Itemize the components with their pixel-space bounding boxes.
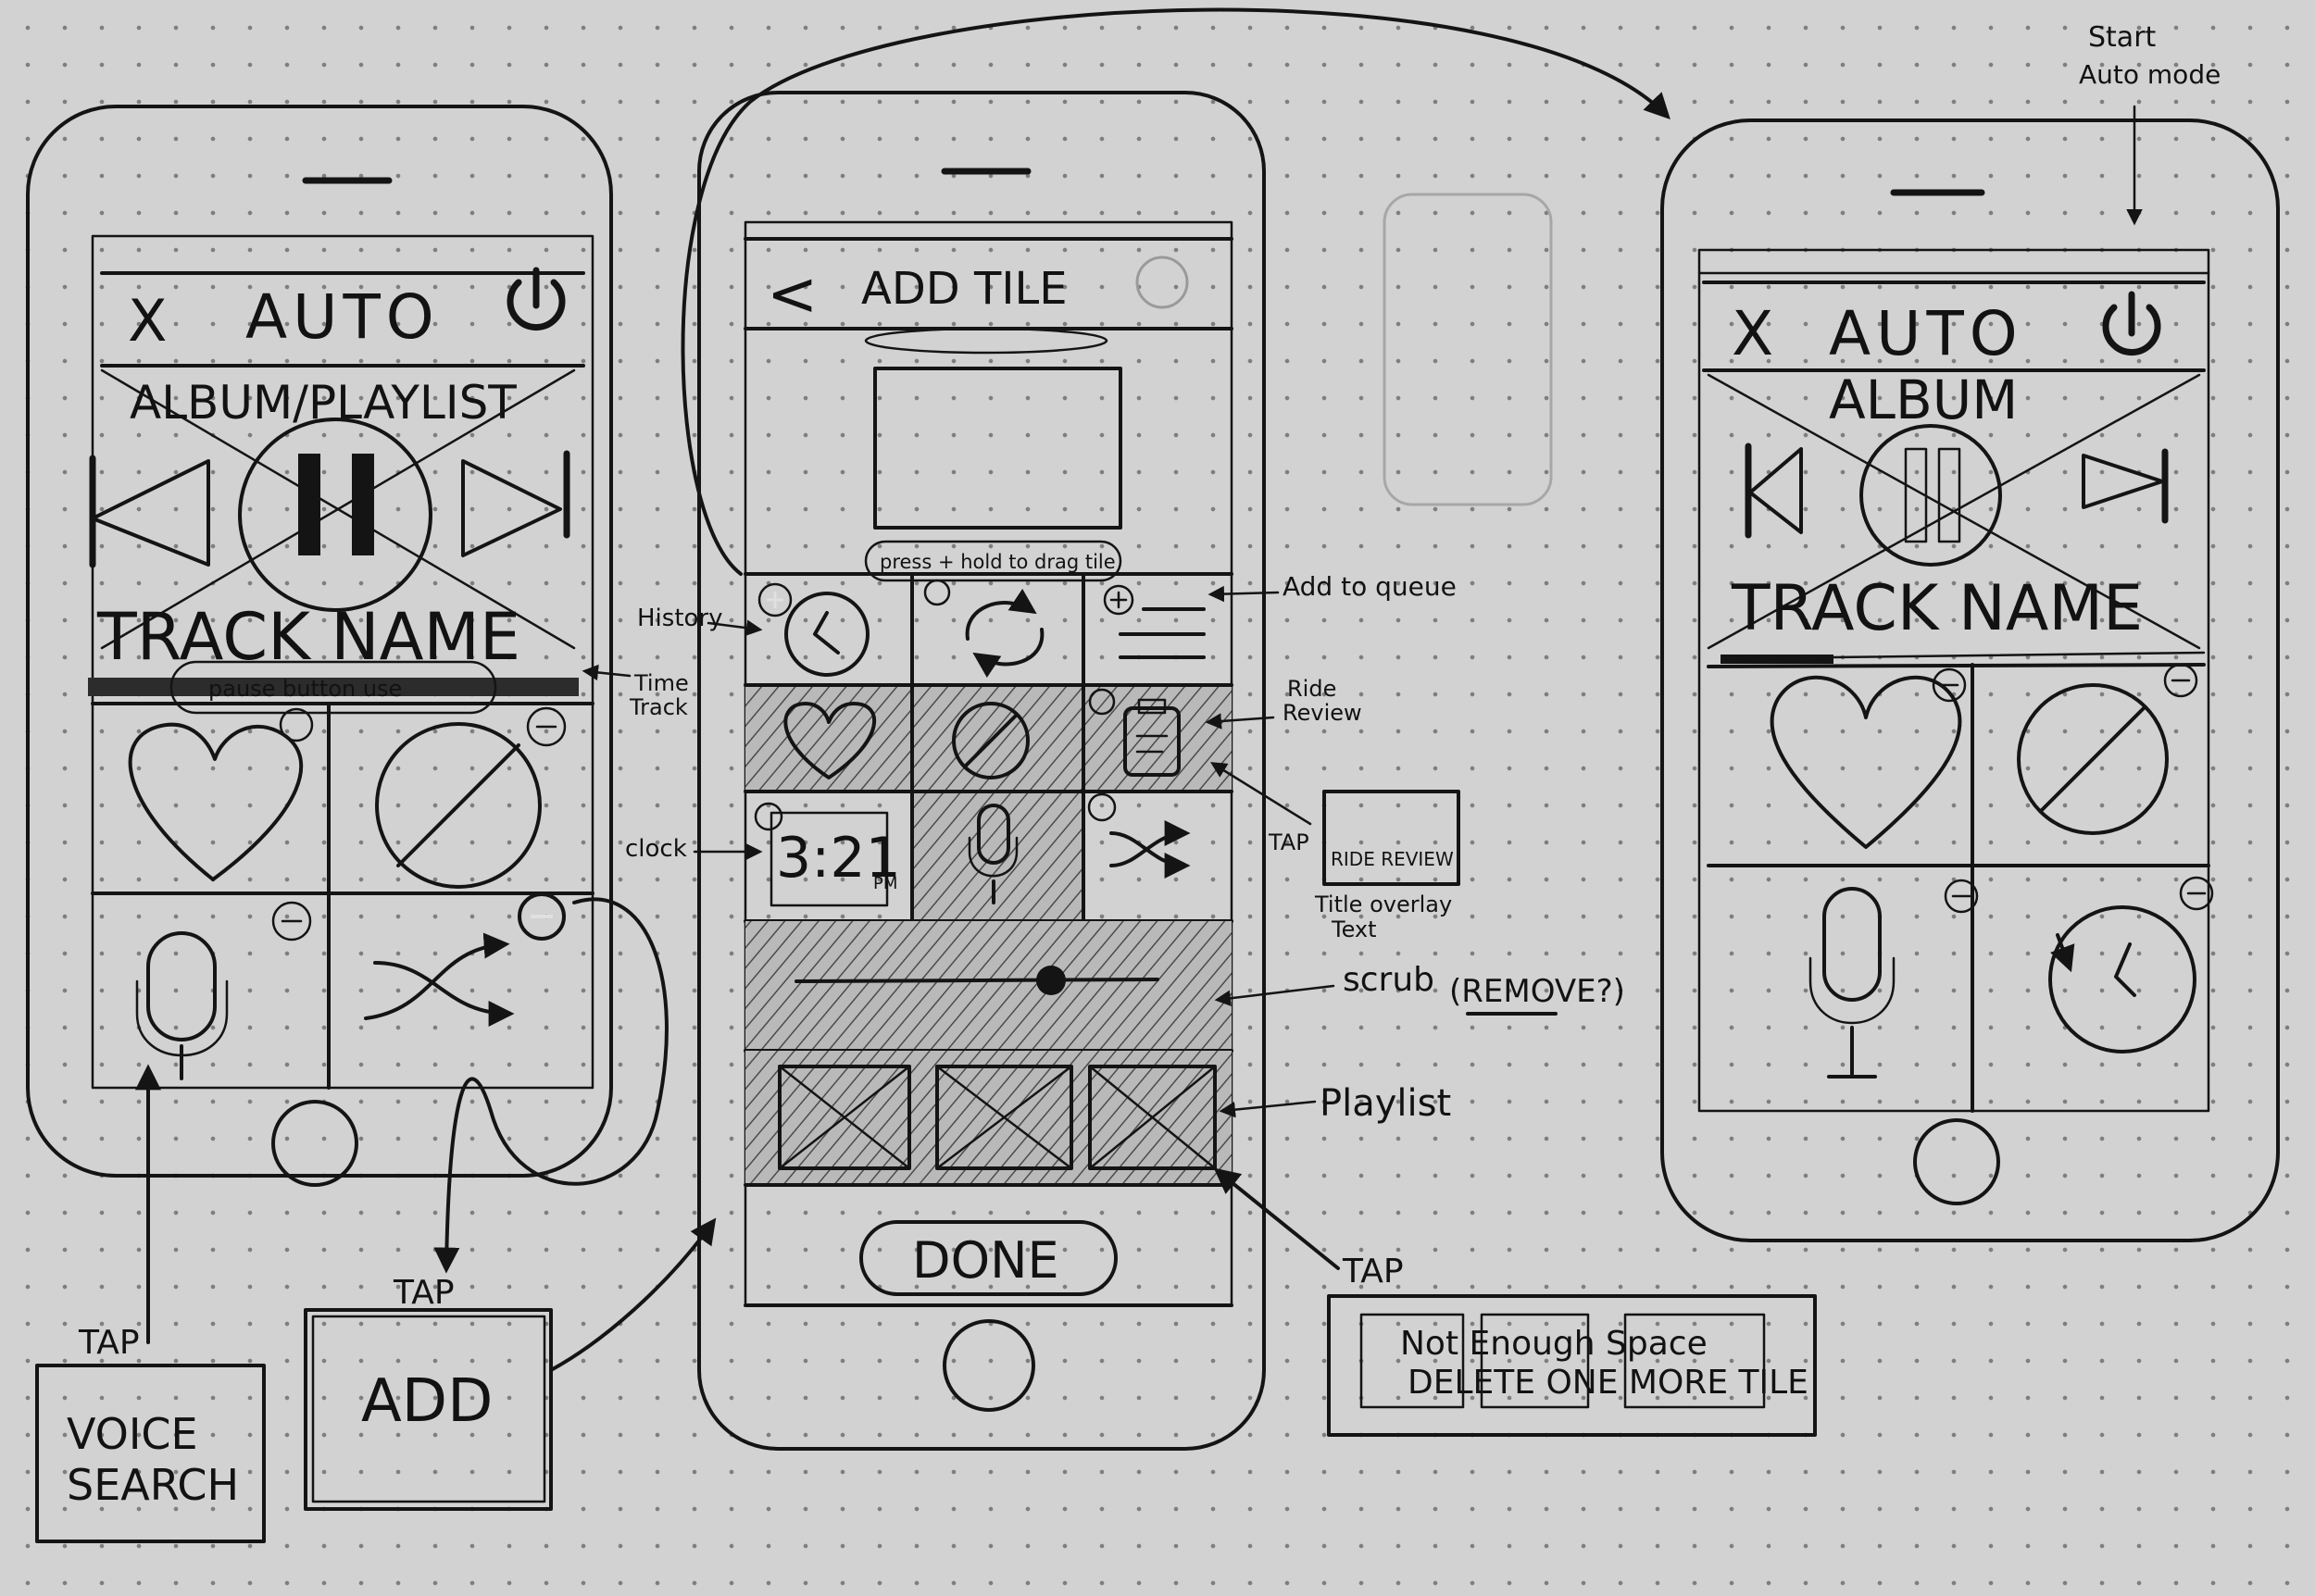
power-icon[interactable] — [507, 267, 566, 330]
time-track[interactable] — [88, 678, 579, 696]
hint-pill — [864, 540, 1122, 582]
power-icon[interactable] — [2102, 291, 2161, 355]
block-icon[interactable] — [952, 702, 1030, 779]
svg-text:Title overlay: Title overlay — [1314, 892, 1452, 917]
history-icon[interactable] — [2048, 905, 2196, 1054]
time-track-note: pause button use — [208, 676, 402, 702]
scrub-track[interactable] — [795, 978, 1159, 983]
clipboard-icon[interactable] — [1123, 698, 1181, 777]
block-icon[interactable] — [2017, 683, 2169, 835]
back-icon[interactable]: < — [767, 258, 818, 330]
mode-label: AUTO — [245, 281, 440, 353]
media-label: ALBUM — [1829, 368, 2018, 431]
microphone-icon[interactable] — [135, 931, 229, 1080]
clock-annotation: clock — [625, 835, 687, 863]
previous-icon[interactable] — [1748, 447, 1803, 534]
next-icon[interactable] — [2082, 454, 2164, 509]
microphone-icon[interactable] — [968, 804, 1019, 904]
start-auto-annotation-line2: Auto mode — [2079, 59, 2221, 90]
pause-button[interactable] — [238, 418, 432, 612]
next-icon[interactable] — [461, 459, 562, 557]
overlay-thumbnail — [1322, 790, 1460, 886]
heart-icon[interactable] — [1770, 675, 1962, 849]
pause-button[interactable] — [1859, 424, 2002, 567]
shuffle-icon[interactable] — [364, 932, 515, 1027]
add-box-label: ADD — [361, 1367, 493, 1436]
playlist-tap-label: TAP — [1342, 1253, 1404, 1291]
svg-text:Review: Review — [1283, 700, 1362, 726]
history-annotation: History — [637, 605, 723, 632]
remove-annotation: (REMOVE?) — [1449, 973, 1625, 1010]
clock-ampm: PM — [873, 874, 897, 893]
playlist-thumbnails[interactable] — [778, 1065, 1217, 1170]
hint-text: press + hold to drag tile — [880, 551, 1116, 573]
clock-tile[interactable] — [770, 811, 889, 907]
heart-icon[interactable] — [783, 702, 876, 779]
start-auto-annotation-line1: Start — [2088, 21, 2157, 54]
minus-badge[interactable] — [2163, 663, 2198, 698]
voice-search-line2: SEARCH — [67, 1460, 239, 1510]
connectors — [135, 7, 2143, 1372]
playlist-annotation: Playlist — [1320, 1082, 1451, 1125]
scrub-annotation: scrub — [1343, 961, 1434, 999]
svg-text:Text: Text — [1331, 916, 1377, 942]
minus-badge[interactable] — [1932, 667, 1967, 703]
add-badge[interactable] — [1103, 584, 1134, 616]
time-track-note-pill — [169, 660, 497, 715]
previous-icon[interactable] — [91, 459, 210, 567]
overlay-tap-label: TAP — [1268, 829, 1309, 855]
shuffle-icon[interactable] — [1109, 820, 1191, 879]
add-badge[interactable] — [757, 582, 793, 617]
microphone-icon[interactable] — [1808, 887, 1896, 1079]
minus-badge[interactable] — [518, 892, 566, 941]
svg-text:Track: Track — [629, 694, 688, 720]
minus-badge[interactable] — [1944, 879, 1979, 914]
home-button — [943, 1319, 1035, 1412]
svg-text:Time: Time — [633, 670, 689, 696]
add-to-queue-annotation: Add to queue — [1283, 571, 1457, 602]
history-icon[interactable] — [784, 592, 870, 677]
warning-box — [1327, 1294, 1817, 1437]
home-button — [1913, 1118, 2000, 1205]
repeat-icon[interactable] — [965, 588, 1045, 679]
screen-title: ADD TILE — [861, 263, 1068, 315]
block-icon[interactable] — [375, 722, 542, 889]
heart-icon[interactable] — [128, 722, 304, 881]
minus-badge[interactable] — [526, 706, 567, 747]
svg-text:Ride: Ride — [1287, 676, 1336, 702]
voice-search-line1: VOICE — [67, 1409, 198, 1459]
track-label: TRACK NAME — [1731, 572, 2143, 645]
add-tap-label: TAP — [393, 1274, 455, 1312]
tile-preview — [873, 367, 1122, 530]
phone-middle: < ADD TILE press + hold to drag tile — [697, 91, 1266, 1451]
overlay-thumbnail-text: RIDE REVIEW — [1331, 848, 1454, 870]
phone-left: X AUTO ALBUM/PLAYLIST TRACK NAME pause b… — [26, 105, 613, 1187]
scrub-handle[interactable] — [1036, 966, 1066, 995]
warning-line2: DELETE ONE MORE TILE — [1408, 1364, 1808, 1402]
warning-line1: Not Enough Space — [1400, 1325, 1708, 1363]
phone-right: X AUTO ALBUM TRACK NAME — [1660, 118, 2280, 1242]
close-label[interactable]: X — [128, 287, 167, 355]
settings-icon[interactable] — [1135, 256, 1189, 309]
minus-badge[interactable] — [271, 901, 312, 941]
mode-label: AUTO — [1829, 298, 2023, 369]
add-box[interactable] — [304, 1308, 553, 1511]
voice-search-box[interactable] — [35, 1364, 266, 1543]
tile-overlay-annotation: Title overlay Text — [1314, 892, 1452, 942]
close-label[interactable]: X — [1732, 298, 1773, 369]
home-button — [271, 1100, 358, 1187]
minus-badge[interactable] — [279, 707, 314, 742]
voice-tap-label: TAP — [78, 1324, 140, 1362]
ride-review-annotation: Ride Review — [1283, 676, 1362, 726]
ghost-outline — [1383, 193, 1553, 506]
time-track-annotation: Time Track — [629, 670, 689, 720]
done-button[interactable] — [859, 1220, 1118, 1296]
track-label: TRACK NAME — [96, 599, 520, 675]
clock-value: 3:21 — [776, 826, 901, 891]
minus-badge[interactable] — [2179, 876, 2214, 911]
done-label: DONE — [912, 1231, 1059, 1290]
queue-icon[interactable] — [1119, 607, 1206, 659]
